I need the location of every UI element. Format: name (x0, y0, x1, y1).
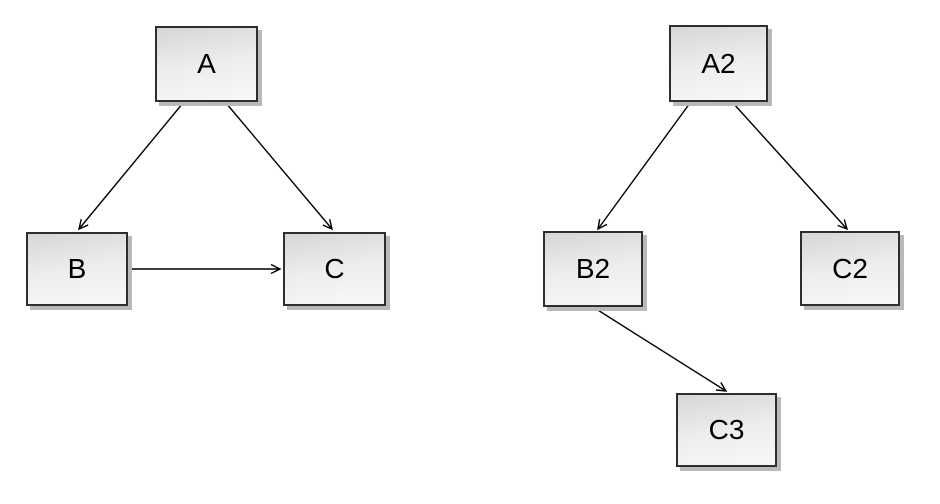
node-label: C3 (708, 414, 745, 445)
edge-B2-C3 (592, 306, 726, 391)
node-label: B (67, 253, 87, 284)
edge-A2-C2 (732, 102, 847, 229)
node-C3[interactable]: C3 (676, 393, 777, 467)
edge-A-C (225, 102, 332, 229)
edge-A2-B2 (598, 102, 691, 229)
node-label: A (197, 48, 216, 79)
node-C2[interactable]: C2 (800, 231, 900, 306)
node-label: B2 (575, 253, 611, 284)
node-A[interactable]: A (155, 26, 258, 102)
node-B2[interactable]: B2 (543, 231, 643, 307)
edges-group (79, 102, 847, 391)
node-label: C2 (832, 252, 868, 284)
edge-A-B (79, 102, 184, 229)
node-label: A2 (701, 47, 736, 79)
node-A2[interactable]: A2 (669, 25, 768, 102)
node-B[interactable]: B (26, 232, 128, 306)
node-label: C (324, 253, 345, 284)
node-C[interactable]: C (283, 232, 386, 306)
